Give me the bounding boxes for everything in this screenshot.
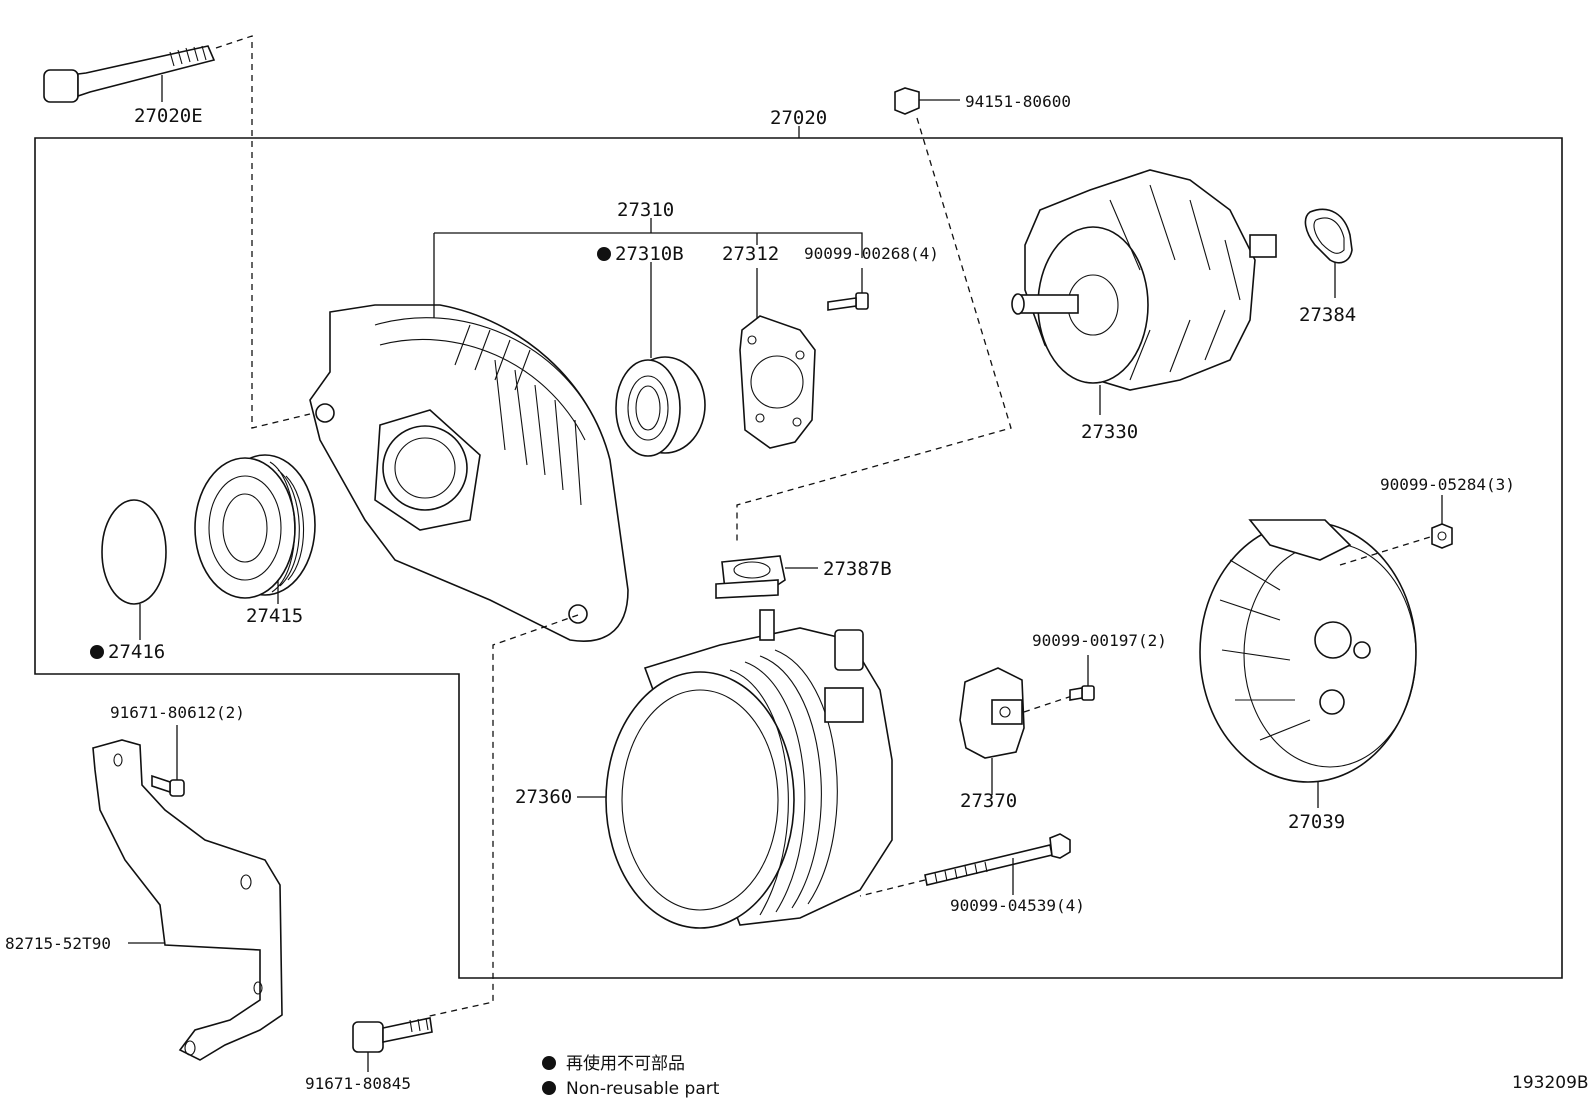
screw-90099-00268	[827, 292, 869, 311]
bolt-91671-80612	[151, 725, 185, 797]
label-27360: 27360	[515, 786, 572, 808]
label-94151-80600: 94151-80600	[965, 92, 1071, 111]
label-27039: 27039	[1288, 811, 1345, 833]
legend-bullet	[542, 1056, 556, 1070]
bearing-27310b	[615, 356, 706, 457]
label-27416: 27416	[108, 641, 165, 663]
label-90099-00268: 90099-00268(4)	[804, 244, 939, 263]
label-27310: 27310	[617, 199, 674, 221]
label-90099-00197: 90099-00197(2)	[1032, 631, 1167, 650]
label-27020e: 27020E	[134, 105, 203, 127]
insulator-27387b	[715, 555, 818, 599]
label-27415: 27415	[246, 605, 303, 627]
legend-bullet	[542, 1081, 556, 1095]
rear-frame-27039	[1199, 519, 1417, 808]
label-27370: 27370	[960, 790, 1017, 812]
label-27330: 27330	[1081, 421, 1138, 443]
bracket-82715-52t90	[92, 739, 283, 1061]
seal-27384	[1304, 208, 1353, 298]
non-reusable-bullet	[597, 247, 611, 261]
nut-94151-80600	[894, 87, 960, 115]
bolt-91671-80845	[352, 1017, 433, 1072]
non-reusable-bullet	[90, 645, 104, 659]
retainer-plate-27312	[739, 315, 816, 449]
label-27312: 27312	[722, 243, 779, 265]
assembly-frame	[34, 137, 1563, 979]
label-90099-05284: 90099-05284(3)	[1380, 475, 1515, 494]
stator-27360	[577, 609, 893, 929]
label-91671-80845: 91671-80845	[305, 1074, 411, 1093]
brush-holder-27370	[959, 667, 1025, 795]
drive-end-frame-27310	[309, 304, 629, 642]
label-27310b: 27310B	[615, 243, 684, 265]
rotor-27330	[1011, 169, 1277, 415]
nut-90099-05284	[1431, 495, 1453, 549]
label-27384: 27384	[1299, 304, 1356, 326]
pulley-27415	[194, 454, 316, 604]
bolt-27020e	[43, 45, 216, 103]
label-27020: 27020	[770, 107, 827, 129]
label-91671-80612: 91671-80612(2)	[110, 703, 245, 722]
screw-90099-00197	[1069, 655, 1095, 701]
bolt-90099-04539	[924, 833, 1071, 895]
label-27387b: 27387B	[823, 558, 892, 580]
cap-27416	[101, 499, 167, 640]
label-90099-04539: 90099-04539(4)	[950, 896, 1085, 915]
label-82715-52t90: 82715-52T90	[5, 934, 111, 953]
legend-english: Non-reusable part	[566, 1079, 720, 1099]
legend-japanese: 再使用不可部品	[566, 1053, 685, 1074]
diagram-id: 193209B	[1512, 1073, 1589, 1093]
